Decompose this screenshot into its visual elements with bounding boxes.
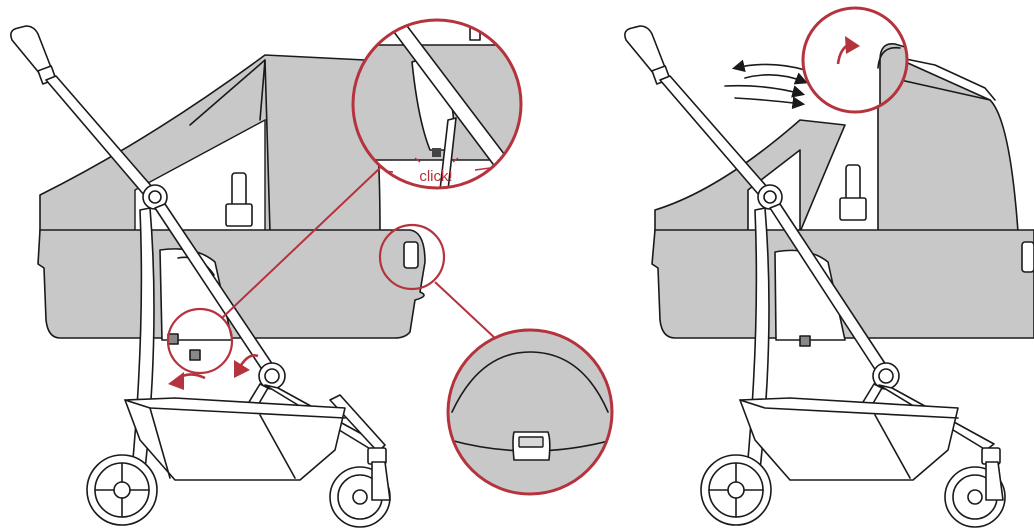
seat-post — [839, 164, 867, 221]
highlight-circle-handle — [378, 223, 446, 291]
connector-line — [434, 281, 498, 341]
lift-arrow-icon — [836, 36, 860, 65]
storage-basket — [739, 397, 959, 481]
wheel-rear — [700, 454, 772, 526]
wheel-rear — [86, 454, 158, 526]
wheel-front — [329, 461, 391, 528]
clip-tab — [189, 349, 201, 361]
highlight-circle-latch — [166, 307, 234, 375]
connector-line — [221, 167, 381, 319]
bassinet-body — [651, 229, 1034, 339]
callout-handle-detail — [446, 328, 614, 496]
curved-arrow-icon — [168, 354, 259, 390]
wheel-front — [944, 461, 1006, 528]
click-label: click! — [419, 168, 452, 185]
storage-basket — [124, 397, 346, 481]
right-panel — [624, 6, 1034, 528]
bassinet-body — [37, 229, 426, 339]
wind-arrows-icon — [724, 59, 808, 110]
seat-post — [225, 172, 253, 227]
left-panel: click! — [10, 18, 614, 528]
